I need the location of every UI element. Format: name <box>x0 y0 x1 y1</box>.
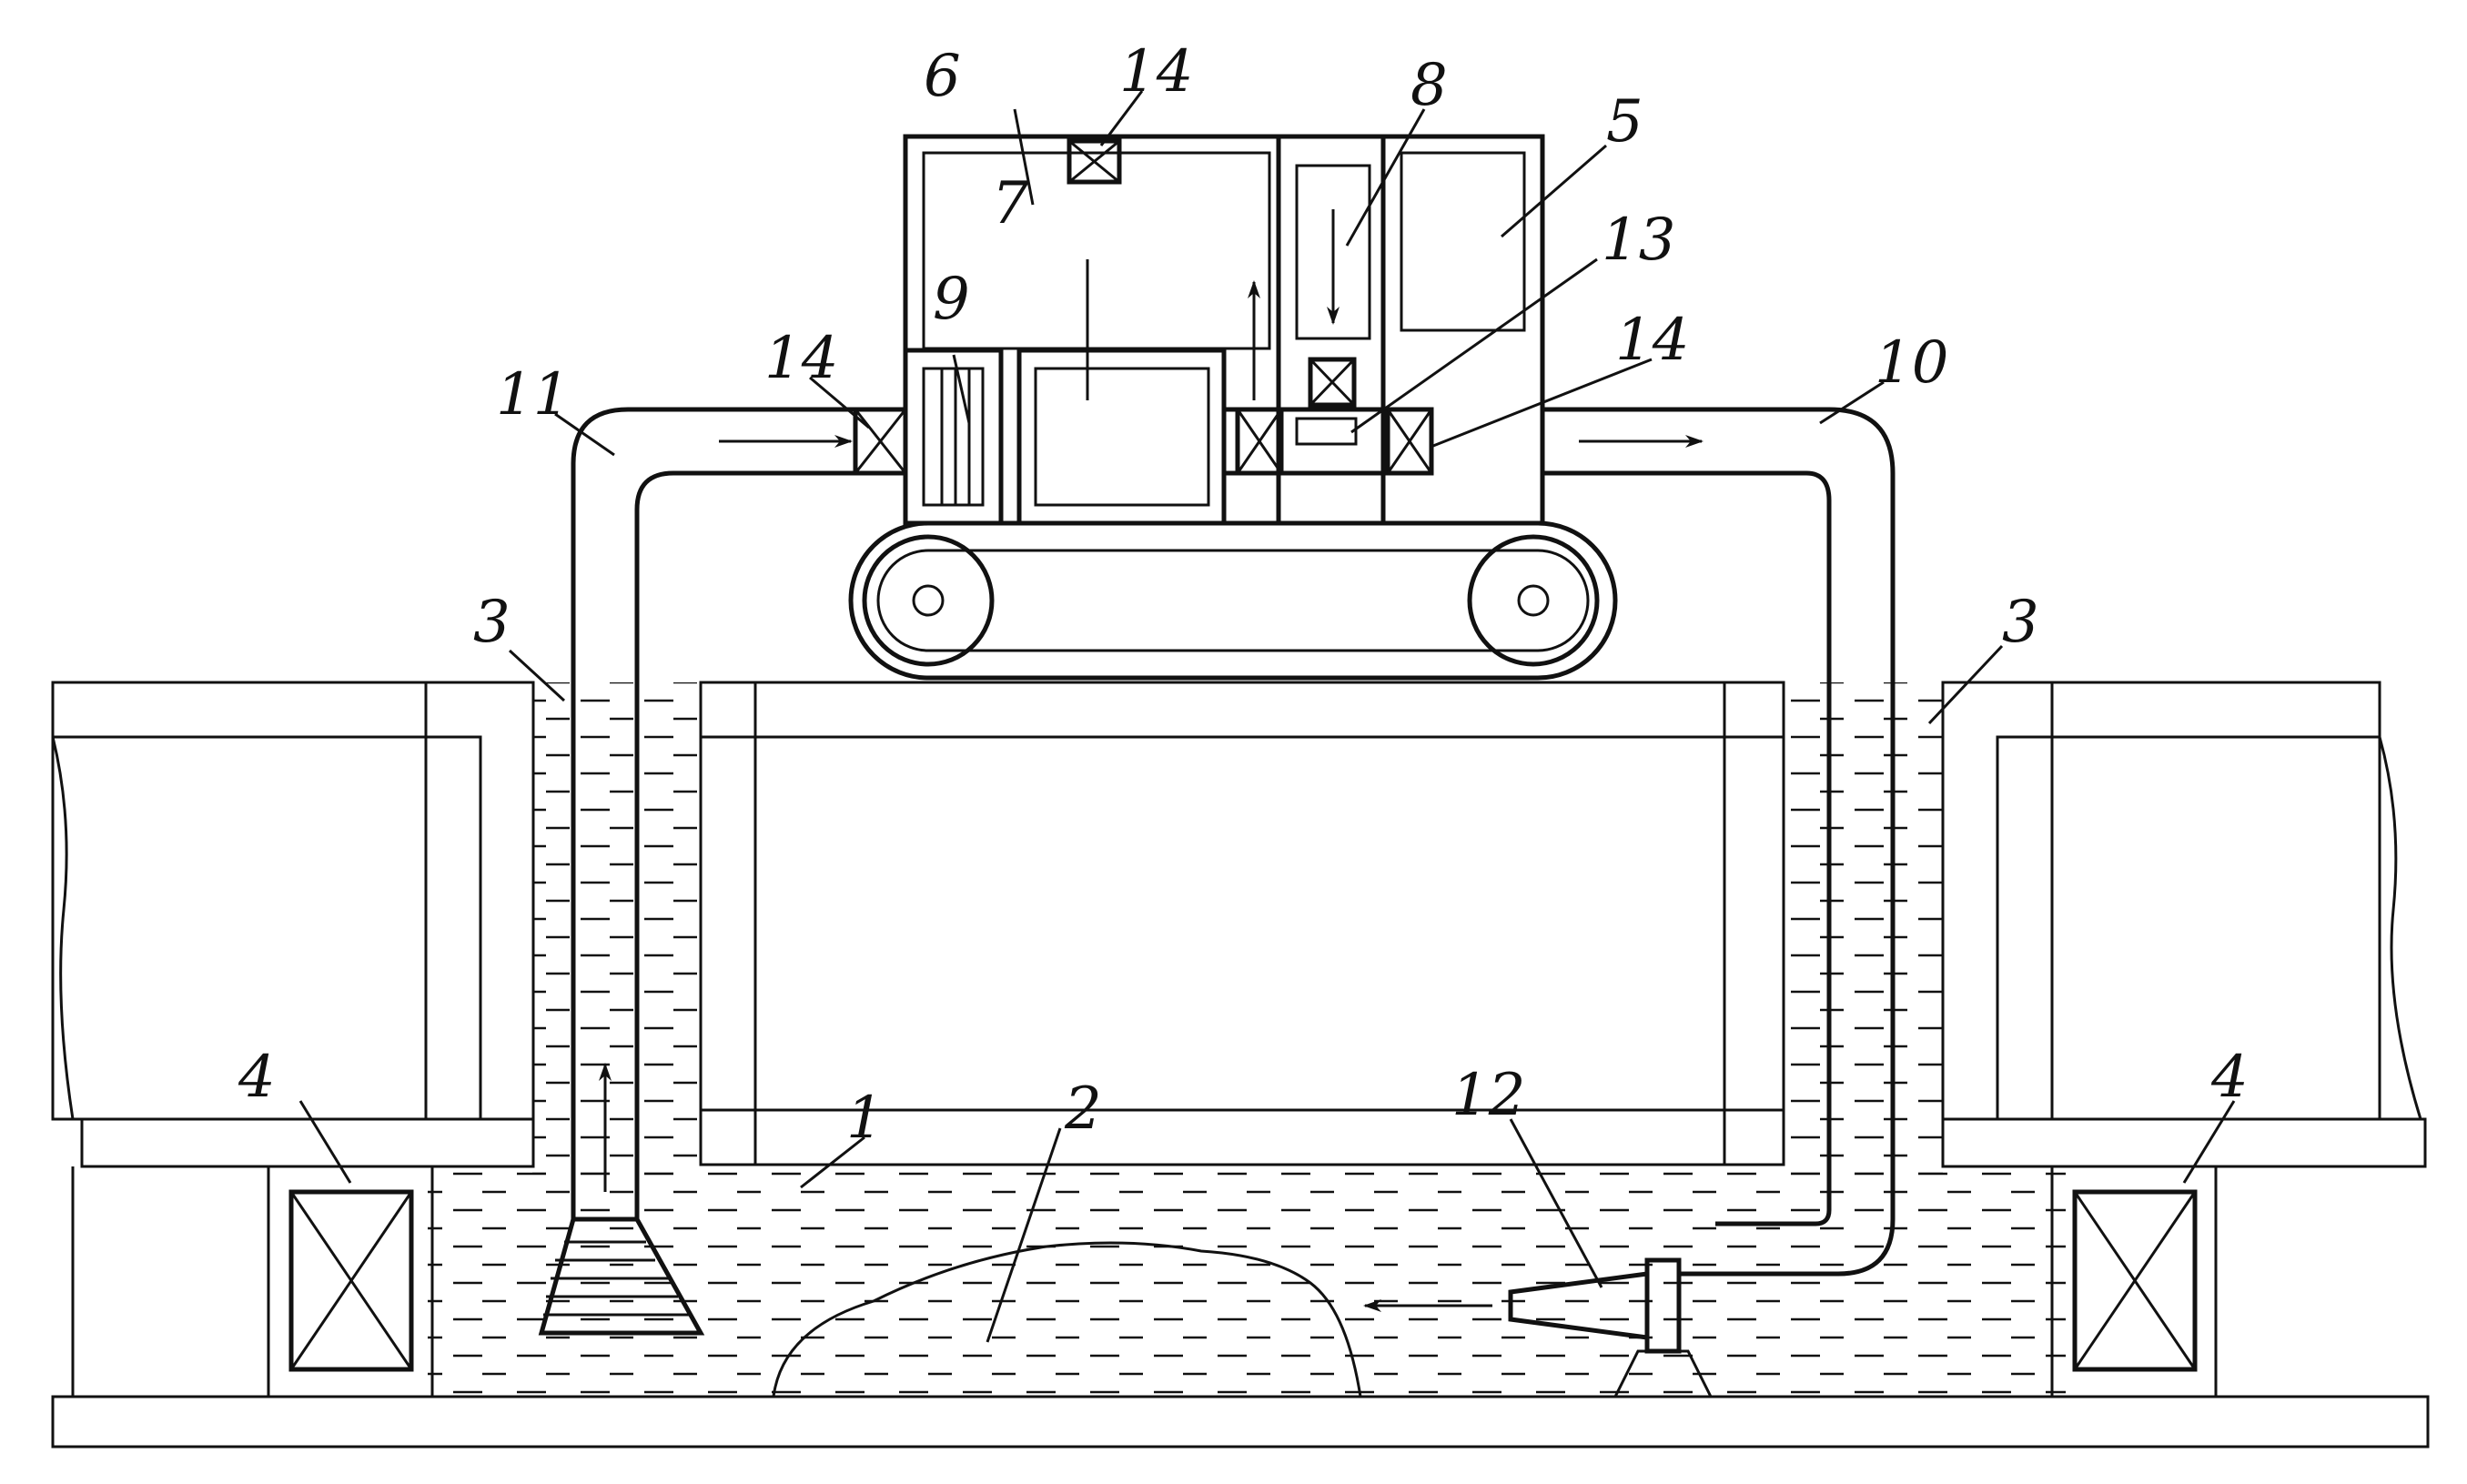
suction-pipe <box>571 407 905 1219</box>
channel-floor-slab <box>51 1395 2430 1449</box>
left-chamber <box>51 681 535 1168</box>
water-right-shaft <box>1784 682 1943 1174</box>
flow-arrows <box>599 209 1704 1312</box>
water-left-shaft <box>532 682 701 1174</box>
compartment-8 <box>1295 164 1371 340</box>
label-4-right: 4 <box>2210 1044 2249 1111</box>
left-gate <box>267 1165 434 1398</box>
valve-left <box>853 407 908 476</box>
label-1: 1 <box>846 1085 884 1152</box>
label-6: 6 <box>924 43 961 110</box>
right-track-wheel <box>1467 534 1600 667</box>
label-10: 10 <box>1875 329 1948 397</box>
central-cover-slab <box>699 681 1785 739</box>
right-chamber-floor <box>1941 1117 2427 1168</box>
label-11: 11 <box>496 361 570 429</box>
valve-compartment <box>1308 357 1357 408</box>
central-chamber <box>699 681 1785 1166</box>
label-3-right: 3 <box>2002 589 2039 656</box>
machine-body <box>903 134 1545 526</box>
sediment-pile <box>772 1241 1362 1398</box>
right-chamber <box>1941 681 2427 1168</box>
left-chamber-floor <box>80 1117 535 1168</box>
label-2: 2 <box>1064 1075 1102 1143</box>
label-14-top: 14 <box>1119 38 1193 106</box>
label-4-left: 4 <box>238 1044 276 1111</box>
label-9: 9 <box>933 266 970 333</box>
track-base <box>848 520 1618 681</box>
label-12: 12 <box>1451 1062 1525 1129</box>
left-track-wheel <box>862 534 995 667</box>
left-cover-slab <box>51 681 428 739</box>
right-cover-slab <box>2050 681 2381 739</box>
label-13: 13 <box>1602 207 1675 274</box>
leader-lines <box>298 90 2236 1343</box>
label-14-right: 14 <box>1615 307 1689 374</box>
jet-nozzle <box>1508 1257 1715 1398</box>
unit-5 <box>1400 151 1526 332</box>
water-bottom-channel <box>428 1165 2066 1397</box>
central-chamber-void <box>753 735 1726 1112</box>
label-3-left: 3 <box>473 589 511 656</box>
unit-7 <box>1016 348 1227 526</box>
label-14-left: 14 <box>764 325 838 392</box>
label-5: 5 <box>1606 88 1643 156</box>
water-body <box>428 682 2066 1397</box>
central-left-wall <box>699 681 757 1166</box>
right-chamber-void <box>1996 735 2381 1121</box>
reference-labels: 1 2 3 3 4 4 5 6 7 8 9 10 11 12 13 14 14 … <box>238 38 2249 1152</box>
suction-nozzle <box>538 1216 705 1336</box>
label-8: 8 <box>1410 52 1448 119</box>
discharge-pipe <box>1542 407 1896 1277</box>
central-right-wall <box>1723 681 1785 1166</box>
label-7: 7 <box>992 170 1029 237</box>
valve-mid <box>1235 407 1284 476</box>
sensor-13 <box>1295 417 1358 446</box>
valve-right <box>1385 407 1434 476</box>
right-gate <box>2050 1165 2218 1398</box>
unit-9 <box>903 348 1004 526</box>
valve-top <box>1067 138 1122 185</box>
